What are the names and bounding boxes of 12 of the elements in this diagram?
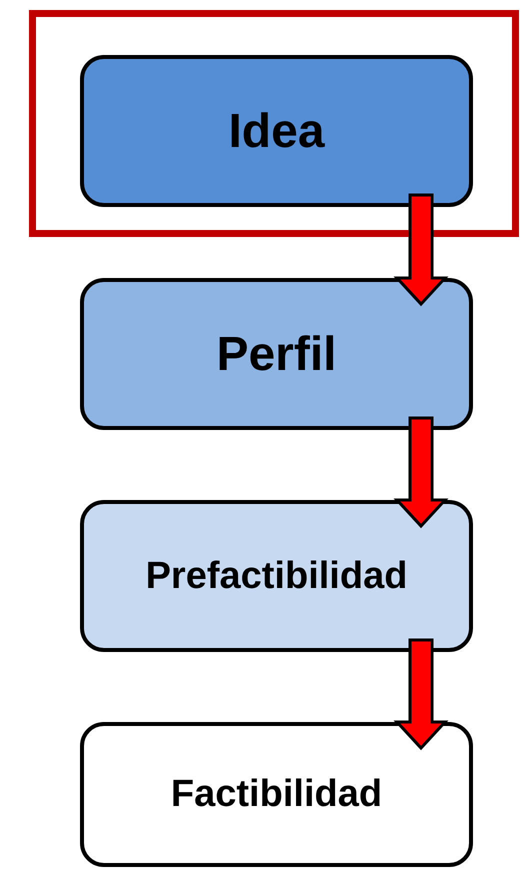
block-arrow (394, 638, 448, 750)
block-arrow (394, 194, 448, 306)
block-arrow (394, 416, 448, 528)
step-label: Idea (228, 104, 325, 158)
step-label: Prefactibilidad (146, 554, 408, 598)
process-box (80, 55, 473, 207)
process-box (80, 722, 473, 867)
process-box (80, 500, 473, 652)
process-box (80, 278, 473, 430)
step-label: Perfil (216, 326, 337, 382)
highlight-frame (29, 10, 519, 237)
step-label: Factibilidad (170, 773, 382, 816)
